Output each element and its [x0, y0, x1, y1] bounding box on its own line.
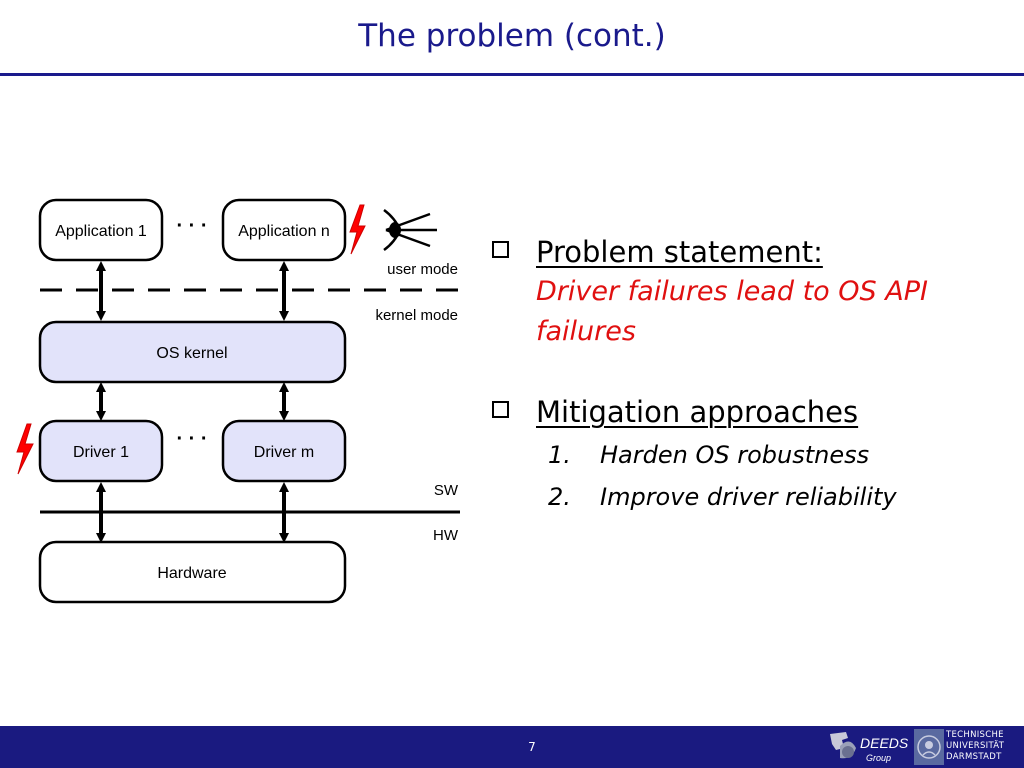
os-kernel-box: [38, 320, 347, 384]
user-mode-label: user mode: [387, 261, 458, 278]
list-item-number: 2.: [548, 483, 571, 511]
bullet-list: Problem statement: Driver failures lead …: [492, 232, 992, 558]
lightning-bolt-icon: [349, 204, 366, 255]
driver-1-label: Driver 1: [73, 444, 129, 461]
application-n-box: [221, 198, 347, 262]
footer-bar: 7 DEEDS Group TECHNISCHE UNIVERSITÄT DAR…: [0, 726, 1024, 768]
driver-1-box: [38, 419, 164, 483]
page-number: 7: [528, 740, 536, 754]
sw-label: SW: [434, 482, 459, 499]
hardware-label: Hardware: [157, 565, 226, 582]
list-item: 1. Harden OS robustness: [536, 434, 992, 476]
list-item: 2. Improve driver reliability: [536, 476, 992, 518]
university-seal-icon: [914, 729, 944, 765]
checkbox-bullet-icon: [492, 241, 509, 258]
list-item-text: Harden OS robustness: [600, 441, 870, 469]
slide-title: The problem (cont.): [358, 18, 666, 54]
tu-line-2: UNIVERSITÄT: [946, 741, 1005, 751]
deeds-logo: DEEDS Group: [830, 732, 908, 763]
application-n-label: Application n: [238, 223, 330, 240]
tu-line-1: TECHNISCHE: [946, 730, 1004, 740]
list-item-number: 1.: [548, 441, 571, 469]
driver-m-label: Driver m: [254, 444, 314, 461]
os-architecture-diagram: Application 1 · · · Application n OS ker…: [16, 198, 460, 604]
hardware-box: [38, 540, 347, 604]
application-1-label: Application 1: [55, 223, 147, 240]
eye-icon: [383, 208, 437, 252]
tu-line-3: DARMSTADT: [946, 752, 1002, 762]
tu-darmstadt-logo: TECHNISCHE UNIVERSITÄT DARMSTADT: [914, 728, 1022, 766]
kernel-mode-label: kernel mode: [375, 307, 458, 324]
problem-statement-heading: Problem statement:: [536, 235, 823, 269]
driver-m-box: [221, 419, 347, 483]
deeds-name: DEEDS: [860, 735, 908, 751]
driver-dots: · · ·: [176, 428, 207, 450]
deeds-group: Group: [866, 753, 891, 763]
checkbox-bullet-icon: [492, 401, 509, 418]
mitigation-list: 1. Harden OS robustness 2. Improve drive…: [536, 434, 992, 518]
list-item-text: Improve driver reliability: [600, 483, 897, 511]
lightning-bolt-icon: [16, 423, 34, 475]
os-kernel-label: OS kernel: [156, 345, 227, 362]
problem-statement-text: Driver failures lead to OS API failures: [536, 276, 928, 347]
title-divider: [0, 73, 1024, 76]
application-dots: · · ·: [176, 215, 207, 237]
application-1-box: [38, 198, 164, 262]
mitigation-heading: Mitigation approaches: [536, 395, 859, 429]
hw-label: HW: [433, 527, 459, 544]
bullet-mitigation: Mitigation approaches 1. Harden OS robus…: [492, 392, 992, 518]
tu-darmstadt-text: TECHNISCHE UNIVERSITÄT DARMSTADT: [946, 730, 1004, 763]
bullet-problem-statement: Problem statement: Driver failures lead …: [492, 232, 992, 352]
